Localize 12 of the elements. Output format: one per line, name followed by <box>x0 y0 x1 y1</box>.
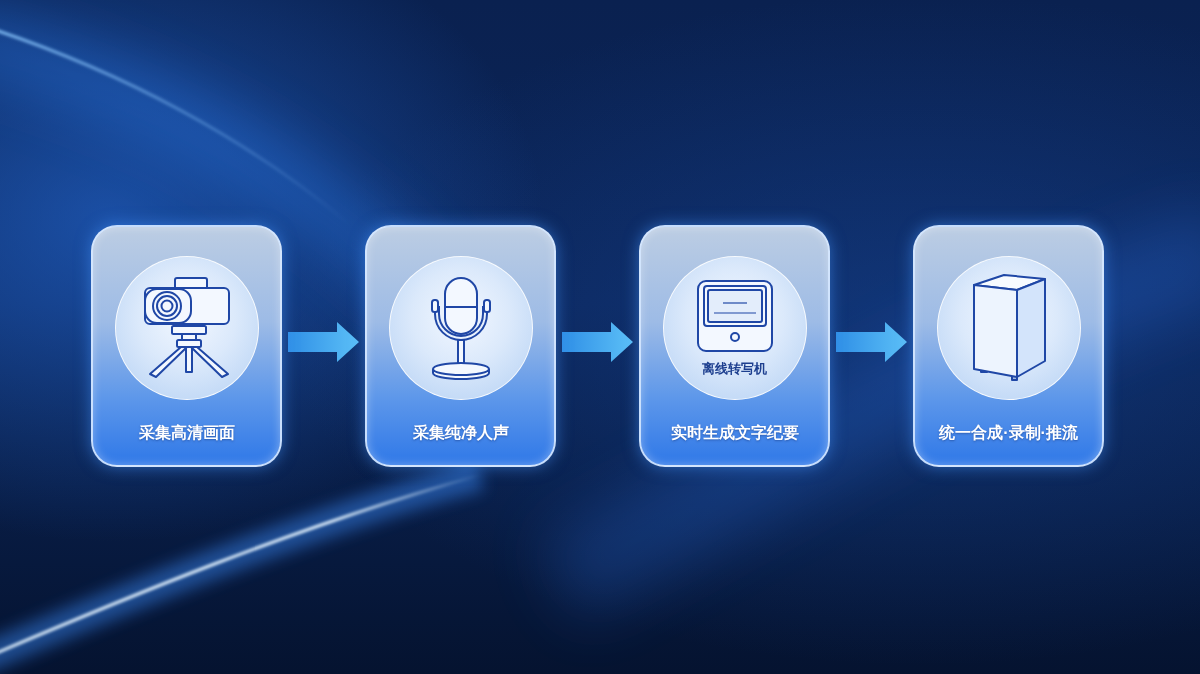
step-title: 采集纯净人声 <box>412 423 509 443</box>
step-card <box>913 225 1104 467</box>
device-label: 离线转写机 <box>702 361 767 377</box>
step-title: 统一合成·录制·推流 <box>939 423 1078 443</box>
arrow <box>288 322 359 362</box>
step-card <box>639 225 830 467</box>
step-title: 实时生成文字纪要 <box>670 423 799 443</box>
arrow <box>562 322 633 362</box>
arrow <box>836 322 907 362</box>
step-title: 采集高清画面 <box>138 423 235 443</box>
step-card <box>91 225 282 467</box>
step-card <box>365 225 556 467</box>
